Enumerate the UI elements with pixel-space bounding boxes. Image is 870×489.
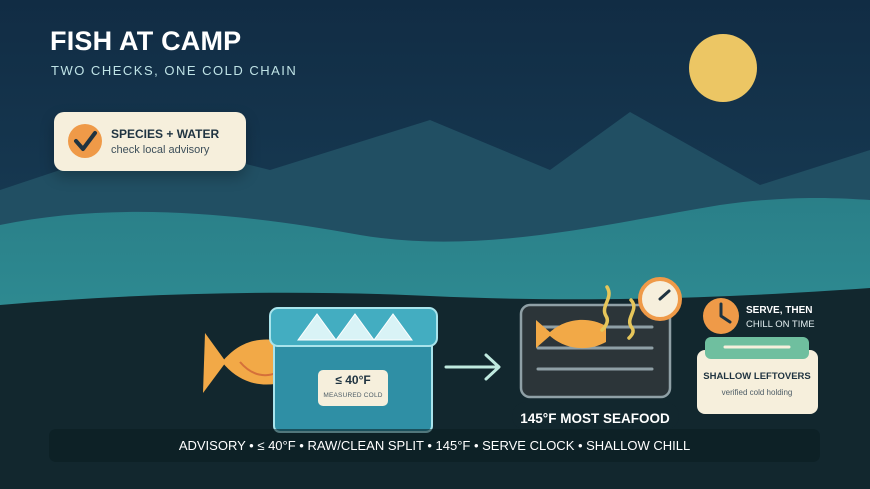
check-badge-icon	[68, 124, 102, 158]
leftovers-detail: verified cold holding	[721, 388, 793, 397]
check-card-heading: SPECIES + WATER	[111, 127, 220, 141]
ice-icon	[297, 313, 413, 341]
cooler	[269, 307, 438, 433]
cooked-fish-icon	[536, 319, 606, 349]
cooler-temperature-label	[318, 370, 388, 406]
cooler-note: MEASURED COLD	[323, 392, 383, 399]
thermometer-dial-icon	[638, 277, 682, 321]
seafood-pill	[512, 402, 679, 430]
container-icon	[697, 337, 818, 414]
fish-icon	[203, 333, 285, 393]
serve-label-line1: SERVE, THEN	[746, 305, 813, 316]
grill-icon	[519, 303, 672, 399]
leftovers-heading: SHALLOW LEFTOVERS	[703, 371, 811, 382]
steam-icon	[600, 285, 636, 340]
cooking-temperature-label: 145°F MOST SEAFOOD	[520, 411, 670, 426]
check-card-detail: check local advisory	[111, 144, 210, 156]
arrow-right-icon	[444, 353, 501, 381]
cooler-temperature: ≤ 40°F	[335, 373, 371, 387]
page-subtitle: TWO CHECKS, ONE COLD CHAIN	[51, 63, 298, 78]
clock-icon	[703, 298, 739, 334]
summary-footer	[49, 429, 820, 462]
page-title: FISH AT CAMP	[50, 26, 242, 56]
summary-footer-text: ADVISORY • ≤ 40°F • RAW/CLEAN SPLIT • 14…	[178, 438, 691, 453]
sun-icon	[689, 34, 757, 102]
serve-label-line2: CHILL ON TIME	[746, 319, 815, 330]
